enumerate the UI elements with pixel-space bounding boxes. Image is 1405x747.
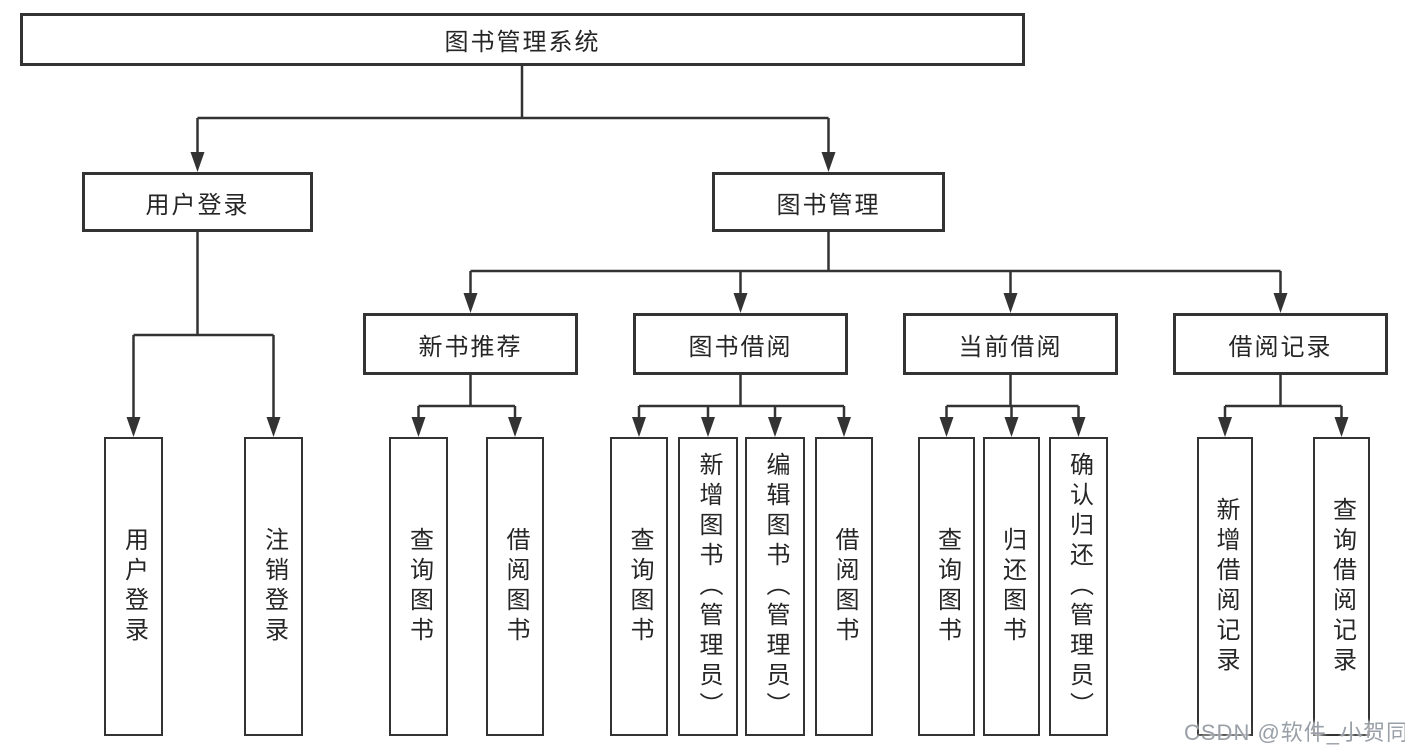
node-label: 图书管理 — [776, 191, 881, 219]
node-root: 图书管理系统 — [20, 13, 1025, 66]
leaf-edit-books-admin: 编辑图书（管理员） — [745, 437, 805, 736]
node-label: 确认归还（管理员） — [1065, 451, 1093, 722]
node-label: 用户登录 — [120, 526, 148, 647]
csdn-watermark: CSDN @软件_小贺同学 — [1184, 720, 1405, 745]
leaf-return-books: 归还图书 — [983, 437, 1040, 736]
leaf-query-books-current: 查询图书 — [918, 437, 975, 736]
node-label: 借阅记录 — [1228, 333, 1333, 361]
leaf-logout: 注销登录 — [244, 437, 303, 736]
node-label: 注销登录 — [260, 526, 288, 647]
leaf-borrow-books: 借阅图书 — [815, 437, 873, 736]
node-borrow-records: 借阅记录 — [1173, 313, 1388, 375]
node-new-book-recommend: 新书推荐 — [363, 313, 578, 375]
node-label: 图书管理系统 — [444, 29, 601, 56]
node-label: 编辑图书（管理员） — [762, 451, 789, 722]
node-user-login: 用户登录 — [82, 172, 313, 232]
node-label: 新书推荐 — [418, 333, 523, 361]
leaf-query-books-recommend: 查询图书 — [389, 437, 448, 736]
node-label: 用户登录 — [145, 191, 250, 219]
node-label: 查询借阅记录 — [1328, 496, 1356, 677]
leaf-add-books-admin: 新增图书（管理员） — [678, 437, 738, 736]
node-label: 归还图书 — [998, 526, 1026, 647]
node-label: 借阅图书 — [502, 526, 529, 647]
leaf-borrow-books-recommend: 借阅图书 — [486, 437, 544, 736]
node-label: 新增借阅记录 — [1212, 496, 1239, 677]
node-current-borrow: 当前借阅 — [903, 313, 1118, 375]
leaf-query-borrow-record: 查询借阅记录 — [1313, 437, 1370, 736]
node-book-management: 图书管理 — [712, 172, 945, 232]
node-label: 查询图书 — [626, 526, 653, 647]
node-label: 查询图书 — [405, 526, 433, 647]
node-book-borrow: 图书借阅 — [633, 313, 848, 375]
node-label: 新增图书（管理员） — [695, 451, 722, 722]
node-label: 当前借阅 — [958, 333, 1063, 361]
leaf-add-borrow-record: 新增借阅记录 — [1197, 437, 1253, 736]
leaf-confirm-return-admin: 确认归还（管理员） — [1049, 437, 1108, 736]
node-label: 图书借阅 — [688, 333, 793, 361]
leaf-query-books-borrow: 查询图书 — [610, 437, 668, 736]
leaf-user-login: 用户登录 — [104, 437, 163, 736]
node-label: 借阅图书 — [831, 526, 858, 647]
node-label: 查询图书 — [933, 526, 961, 647]
